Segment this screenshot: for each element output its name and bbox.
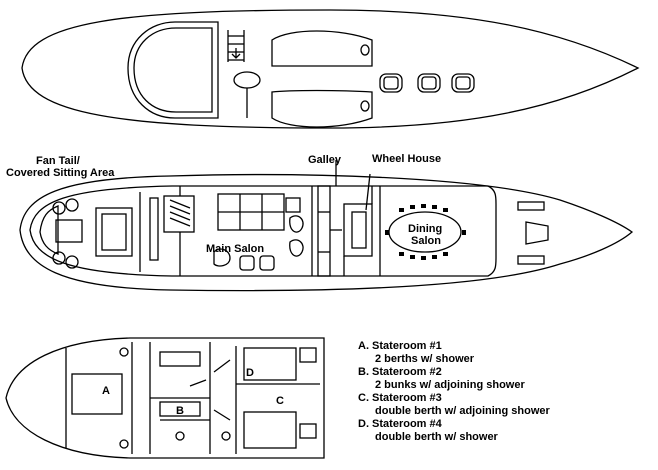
wheel-house-label: Wheel House: [372, 153, 441, 165]
stateroom-a-label: A: [102, 385, 110, 397]
lower-deck-fixtures: [71, 347, 317, 449]
legend-desc: double berth w/ shower: [375, 431, 498, 443]
sun-deck-hull: [21, 9, 640, 129]
tender-boat-upper: [271, 30, 373, 67]
main-deck-hull: [19, 174, 634, 292]
legend-title: C. Stateroom #3: [358, 392, 442, 404]
galley-area: [317, 185, 342, 277]
legend-entry-c: C. Stateroom #3 double berth w/ adjoinin…: [358, 392, 648, 418]
dining-label-line1: Dining: [408, 223, 442, 235]
fan-tail-label: Fan Tail/: [36, 155, 80, 167]
main-salon-furniture: [213, 193, 304, 271]
main-deck: [19, 160, 634, 292]
upper-deck-enclosure: [127, 21, 219, 119]
bow-fittings: [517, 201, 549, 265]
covered-sitting-label: Covered Sitting Area: [6, 167, 115, 179]
legend-title: A. Stateroom #1: [358, 340, 442, 352]
lower-deck-hull: [5, 337, 325, 459]
legend-title: D. Stateroom #4: [358, 418, 442, 430]
legend-entry-d: D. Stateroom #4 double berth w/ shower: [358, 418, 648, 444]
stateroom-d-label: D: [246, 367, 254, 379]
main-stairs: [163, 195, 195, 233]
legend-desc: 2 berths w/ shower: [375, 353, 475, 365]
sun-deck: [21, 9, 640, 129]
fan-tail-seating: [39, 197, 159, 269]
stateroom-c-label: C: [276, 395, 284, 407]
legend-entry-b: B. Stateroom #2 2 bunks w/ adjoining sho…: [358, 366, 648, 392]
galley-label: Galley: [308, 154, 342, 166]
stateroom-legend: A. Stateroom #1 2 berths w/ shower B. St…: [358, 340, 648, 444]
ladder-icon: [227, 30, 245, 62]
lower-deck: [5, 337, 325, 459]
legend-title: B. Stateroom #2: [358, 366, 442, 378]
helm-station: [233, 71, 261, 89]
legend-desc: 2 bunks w/ adjoining shower: [375, 379, 525, 391]
stateroom-b-label: B: [176, 405, 184, 417]
dining-table: [385, 204, 466, 260]
deck-chairs: [379, 73, 475, 93]
legend-entry-a: A. Stateroom #1 2 berths w/ shower: [358, 340, 648, 366]
wheel-house: [343, 173, 373, 276]
main-salon-label: Main Salon: [206, 243, 264, 255]
legend-desc: double berth w/ adjoining shower: [375, 405, 550, 417]
dining-label-line2: Salon: [411, 235, 441, 247]
tender-boat-lower: [271, 89, 373, 128]
dining-chairs: [385, 204, 466, 260]
